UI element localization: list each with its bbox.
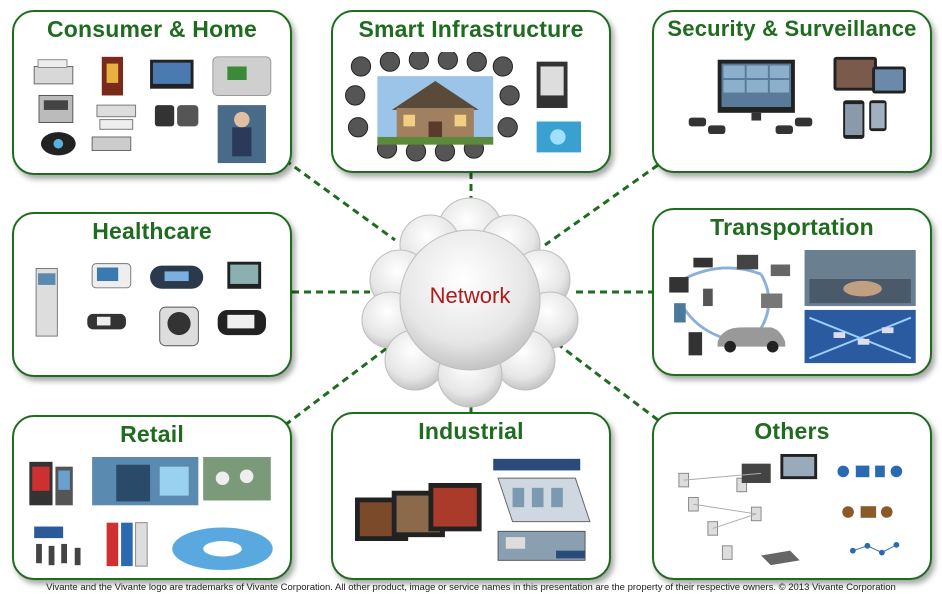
panel-healthcare: Healthcare	[12, 212, 292, 377]
panel-title: Security & Surveillance	[667, 16, 917, 41]
smart-home-illustration	[341, 52, 601, 163]
retail-illustration	[22, 457, 282, 570]
panel-industrial: Industrial	[331, 412, 611, 580]
network-label: Network	[429, 283, 511, 308]
panel-transportation: Transportation	[652, 208, 932, 376]
connector-consumer	[284, 158, 396, 242]
surveillance-illustration	[662, 52, 922, 163]
panel-title: Healthcare	[92, 218, 212, 244]
industrial-illustration	[341, 454, 601, 570]
panel-title: Smart Infrastructure	[358, 16, 584, 42]
panel-title: Transportation	[710, 214, 874, 240]
panel-retail: Retail	[12, 415, 292, 580]
connector-others	[554, 340, 659, 422]
panel-title: Retail	[120, 421, 184, 447]
transportation-illustration	[662, 250, 922, 366]
medical-devices-illustration	[22, 254, 282, 367]
network-cloud	[361, 197, 579, 408]
connector-retail	[284, 340, 396, 427]
panel-others: Others	[652, 412, 932, 580]
panel-smart-infrastructure: Smart Infrastructure	[331, 10, 611, 173]
panel-title: Industrial	[418, 418, 524, 444]
consumer-devices-illustration	[22, 52, 282, 165]
panel-security-surveillance: Security & Surveillance	[652, 10, 932, 173]
panel-title: Consumer & Home	[46, 16, 258, 42]
panel-consumer-home: Consumer & Home	[12, 10, 292, 175]
panel-title: Others	[754, 418, 830, 444]
others-illustration	[662, 454, 922, 570]
footer-trademark-notice: Vivante and the Vivante logo are tradema…	[46, 582, 896, 593]
